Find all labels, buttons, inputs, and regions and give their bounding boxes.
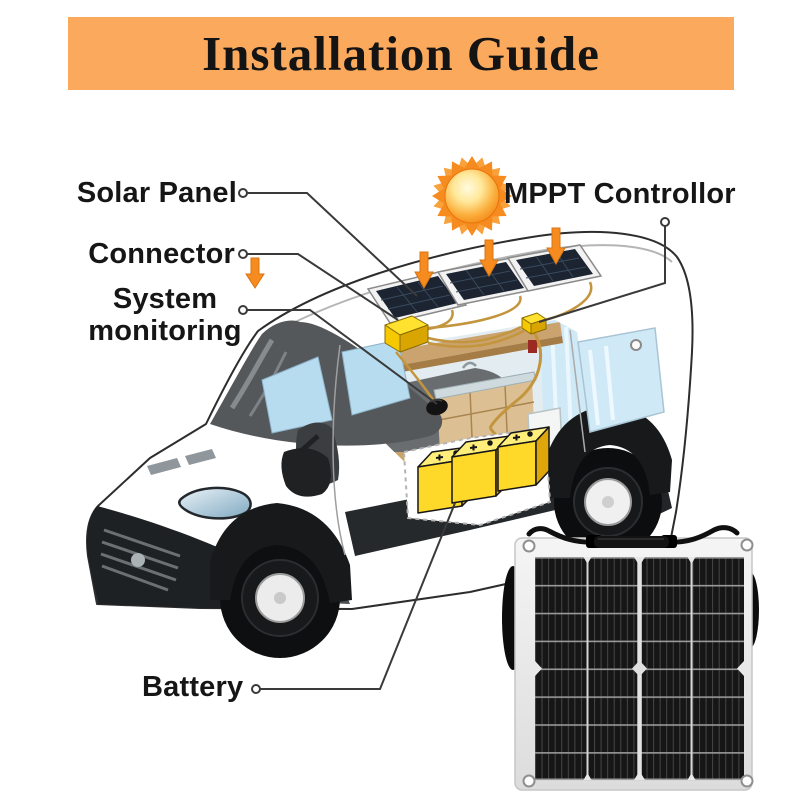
roof-solar-array <box>245 227 603 465</box>
label-system-monitoring: System monitoring <box>88 283 242 347</box>
leader-dot <box>238 249 248 259</box>
label-mppt-controller: MPPT Controllor <box>504 178 736 210</box>
leader-dot <box>660 217 670 227</box>
door-lock <box>630 339 642 351</box>
panel-cable <box>526 526 597 545</box>
rear-fender <box>548 405 672 498</box>
roof-edge-line <box>261 244 673 341</box>
sun-disc <box>444 168 500 224</box>
product-solar-panel <box>502 525 759 791</box>
label-connector: Connector <box>88 238 235 270</box>
rear-side-window <box>577 327 665 433</box>
mppt-box-icon <box>521 312 547 335</box>
headlight <box>178 486 252 520</box>
wall-controller <box>528 340 537 353</box>
title-banner: Installation Guide <box>68 17 734 90</box>
leader-connector <box>247 253 399 321</box>
label-solar-panel: Solar Panel <box>76 177 237 209</box>
front-fender <box>210 503 352 603</box>
leader-dot <box>238 188 248 198</box>
callout-leader-lines <box>238 188 670 694</box>
brand-badge <box>131 553 145 567</box>
system-monitor-device <box>426 398 448 416</box>
faucet-icon <box>461 361 477 369</box>
roof-solar-panel-1 <box>366 270 468 324</box>
roof-solar-panel-2 <box>436 257 534 306</box>
sun-arrow-icon <box>479 239 499 278</box>
battery-icon <box>497 426 550 492</box>
corner-grommets <box>522 538 754 788</box>
leader-battery <box>260 502 456 690</box>
sun-icon <box>432 156 512 236</box>
leader-dot <box>251 684 261 694</box>
front-wheel <box>220 538 340 658</box>
sun-arrow-icon <box>245 257 265 289</box>
cab-window-glass <box>261 356 333 434</box>
battery-pack <box>402 426 552 527</box>
label-battery: Battery <box>142 671 244 703</box>
page-title: Installation Guide <box>202 26 600 81</box>
sun-arrow-icon <box>546 227 566 266</box>
sunlight-arrows <box>245 227 566 290</box>
cell-corner-diamond <box>632 660 647 677</box>
leader-solar-panel <box>247 192 418 297</box>
leader-mppt <box>538 226 666 323</box>
hood-vent <box>185 449 216 465</box>
hood-vent <box>147 458 181 475</box>
cab-window-glass-2 <box>341 339 411 416</box>
connector-box-icon <box>384 315 429 353</box>
panel-cable <box>666 525 740 545</box>
leader-dot <box>238 305 248 315</box>
side-mirror <box>281 448 331 497</box>
sun-arrow-icon <box>414 251 434 290</box>
leader-system-monitoring <box>247 309 438 405</box>
